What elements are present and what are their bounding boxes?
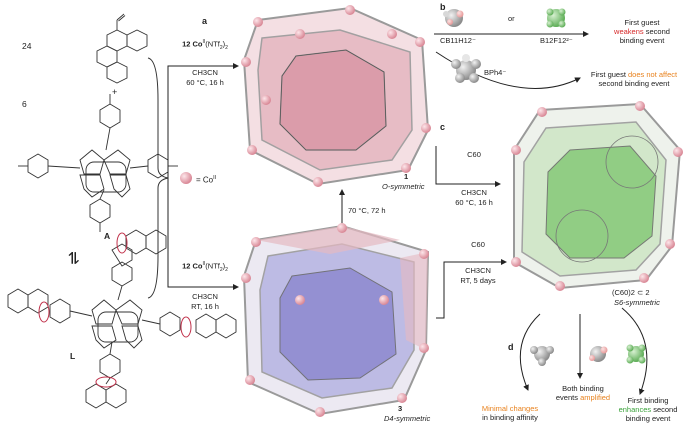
cage-2 (513, 102, 682, 290)
aldehyde-structure (96, 13, 148, 84)
cage-3 (242, 224, 430, 416)
cage-3-symmetry: D4-symmetric (384, 414, 431, 423)
panel-d-guest-grey-icon (530, 346, 554, 366)
count-aldehyde: 24 (22, 41, 32, 51)
co-legend-ball-icon (180, 172, 192, 184)
co-legend-label: = CoII (196, 175, 217, 185)
outcome-b2: First guest does not affect second bindi… (590, 70, 678, 88)
cage-2-vertices (511, 101, 683, 291)
top-reagent-label: 12 CoII(NTf2)2 (182, 39, 228, 51)
porphyrin-A-structure (18, 94, 178, 232)
bottom-solvent-label: CH3CN (192, 292, 218, 301)
guest-b12f12-label: B12F12²⁻ (540, 36, 573, 45)
panel-label-c: c (440, 122, 446, 132)
cage-1-symmetry: O-symmetric (382, 182, 425, 191)
cage-2-symmetry: S6-symmetric (614, 298, 660, 307)
panel-d-guest-green-icon (626, 344, 646, 364)
reaction-arrows-c (435, 146, 507, 319)
c-bottom-solvent: CH3CN (465, 266, 491, 275)
cage-3-vertices (241, 223, 429, 417)
panel-d-arrows (519, 307, 648, 395)
equilibrium-arrow-icon: ⇌ (64, 251, 82, 265)
top-solvent-label: CH3CN (192, 68, 218, 77)
bottom-reagent-label: 12 CoII(NTf2)2 (182, 261, 228, 273)
cage-2-label: (C60)2 ⊂ 2 (612, 288, 650, 297)
guest-bph4-icon (451, 54, 481, 83)
cage-1-vertices (241, 5, 431, 187)
cage-1 (242, 6, 430, 186)
vertical-condition-label: 70 °C, 72 h (348, 206, 386, 215)
panel-d-guest-pink-icon (589, 346, 608, 362)
ligand-L-structure (7, 229, 237, 409)
outcome-d2: Both binding events amplified (555, 384, 611, 402)
or-label: or (508, 14, 515, 23)
cage-3-number: 3 (398, 404, 403, 413)
bottom-condition-label: RT, 16 h (191, 302, 219, 311)
c-bottom-condition: RT, 5 days (460, 276, 496, 285)
plus-sign: + (112, 87, 118, 97)
guest-b12f12-icon (546, 8, 566, 28)
outcome-d3: First binding enhances second binding ev… (618, 396, 678, 423)
ligand-binding-sites (38, 232, 192, 388)
guest-cb11h12-icon (443, 9, 464, 27)
c-top-solvent: CH3CN (461, 188, 487, 197)
c-top-condition: 60 °C, 16 h (455, 198, 493, 207)
guest-cb11h12-label: CB11H12⁻ (440, 36, 476, 45)
c-top-reagent: C60 (467, 150, 481, 159)
compound-A-label: A (104, 231, 111, 241)
guest-bph4-label: BPh4⁻ (484, 68, 507, 77)
fullerene-c60-top (605, 135, 659, 189)
outcome-d1: Minimal changes in binding affinity (481, 404, 539, 422)
fullerene-c60-bottom (555, 209, 609, 263)
c-bottom-reagent: C60 (471, 240, 485, 249)
count-porphyrin: 6 (22, 99, 27, 109)
outcome-b1: First guest weakens second binding event (614, 18, 670, 45)
compound-L-label: L (70, 351, 76, 361)
cage-1-number: 1 (404, 172, 409, 181)
panel-label-d: d (508, 342, 514, 352)
top-condition-label: 60 °C, 16 h (186, 78, 224, 87)
panel-label-a: a (202, 16, 208, 26)
panel-label-b: b (440, 2, 446, 12)
